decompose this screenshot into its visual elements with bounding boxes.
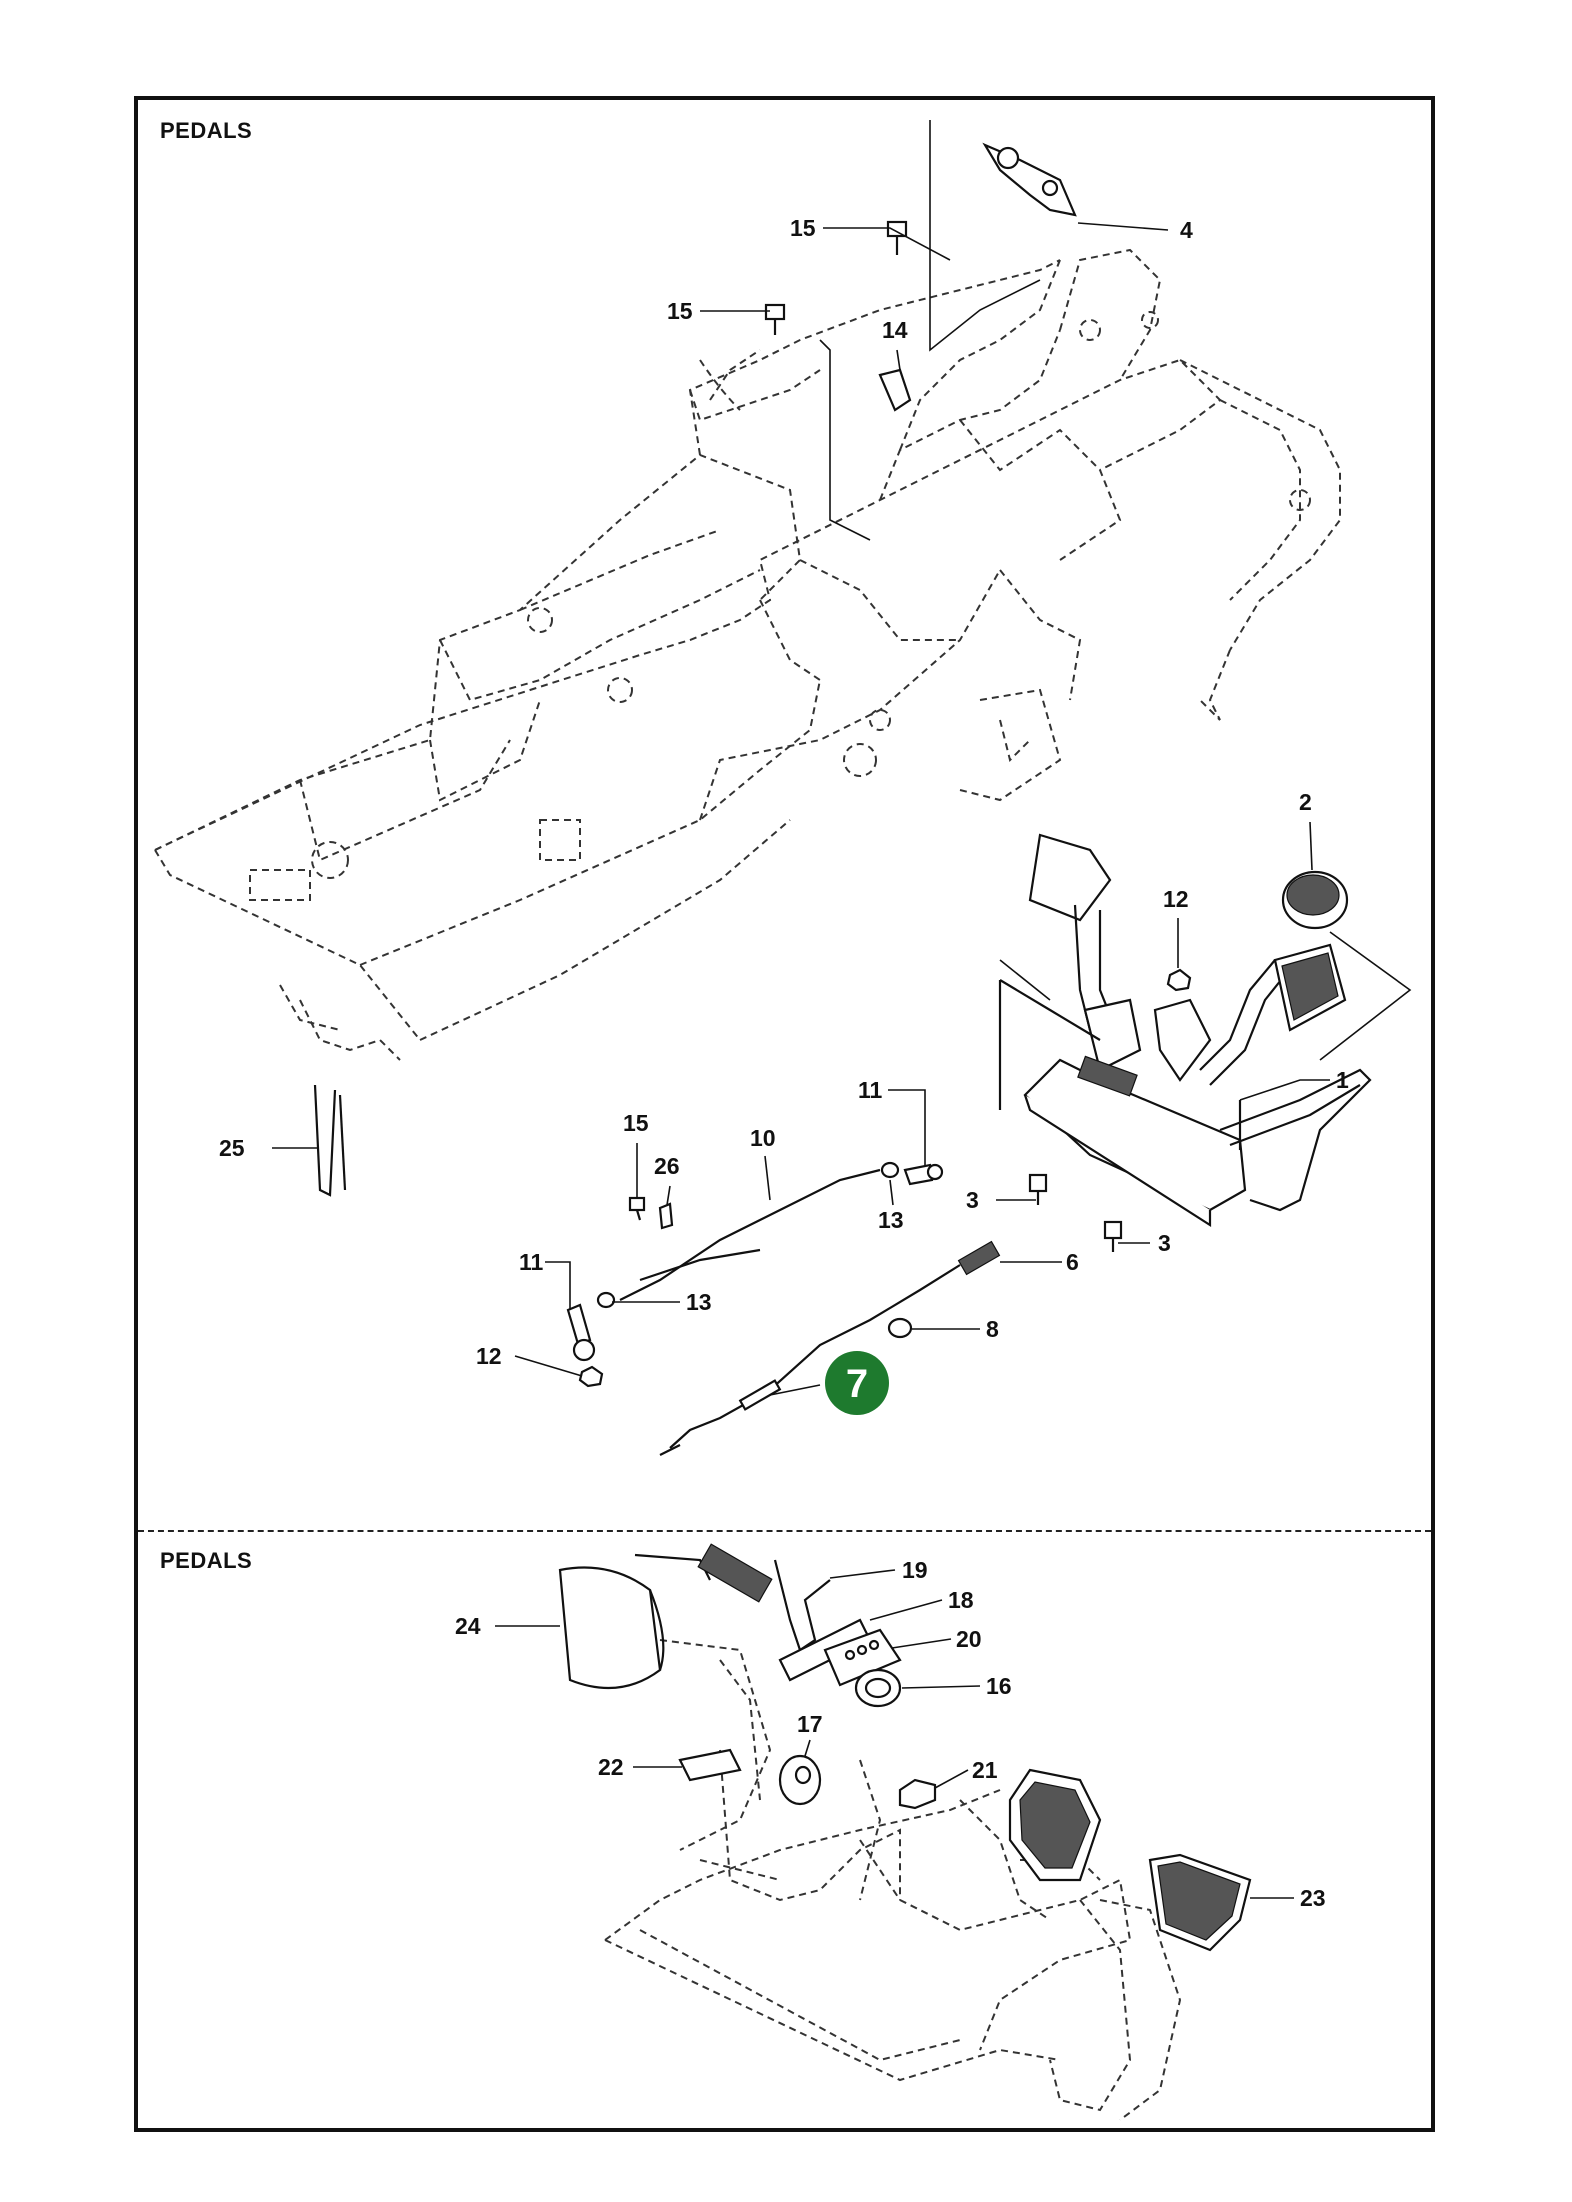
callout-24: 24 — [455, 1613, 481, 1639]
part-12-nut-upper — [1166, 968, 1192, 992]
callout-20: 20 — [956, 1626, 982, 1652]
part-12-nut-lower — [578, 1365, 604, 1388]
part-25-pin — [313, 1084, 347, 1197]
chassis-frame-outline — [154, 248, 1341, 1061]
bottom-pedal-frame-outline — [604, 1639, 1182, 2121]
callout-11-lower: 11 — [519, 1249, 544, 1275]
callout-15-mid: 15 — [667, 298, 693, 324]
part-15-bolt-upper — [886, 220, 908, 255]
highlight-callout-7: 7 — [825, 1351, 889, 1415]
part-11-ball-joint-lower — [566, 1303, 596, 1362]
callout-15-lower: 15 — [623, 1110, 649, 1136]
callout-3-right: 3 — [1158, 1230, 1171, 1256]
part-4-bracket — [982, 142, 1077, 217]
part-2-pedal-pad — [1281, 870, 1349, 930]
part-22-plate — [678, 1748, 742, 1782]
callout-8: 8 — [986, 1316, 999, 1342]
callout-4: 4 — [1180, 217, 1193, 243]
part-23-pedal — [1008, 1768, 1252, 1952]
part-6-spring — [957, 1240, 1001, 1276]
part-20-block — [823, 1628, 902, 1687]
part-24-pedal-pad — [558, 1566, 665, 1690]
callout-16: 16 — [986, 1673, 1012, 1699]
diagram-frame — [134, 96, 1435, 2132]
part-21-clip — [898, 1778, 937, 1810]
callout-3-left: 3 — [966, 1187, 979, 1213]
part-3-bolt-right — [1103, 1220, 1123, 1252]
section-title-bottom: PEDALS — [160, 1548, 253, 1573]
part-26-bracket — [658, 1202, 674, 1230]
part-11-ball-joint-upper — [903, 1163, 944, 1186]
part-19-spring — [634, 1543, 831, 1652]
callout-14: 14 — [882, 317, 908, 343]
part-16-bearing — [854, 1668, 902, 1708]
callout-12-lower: 12 — [476, 1343, 502, 1369]
pedal-assembly — [998, 833, 1372, 1228]
callout-18: 18 — [948, 1587, 974, 1613]
callout-19: 19 — [902, 1557, 928, 1583]
callout-23: 23 — [1300, 1885, 1326, 1911]
part-3-bolt-left — [1028, 1173, 1048, 1205]
part-14-clip — [878, 368, 912, 412]
highlight-circle — [825, 1351, 889, 1415]
callout-10: 10 — [750, 1125, 776, 1151]
callout-11-upper: 11 — [858, 1077, 883, 1103]
callout-12-upper: 12 — [1163, 886, 1189, 912]
part-15-bolt-lower — [628, 1196, 646, 1221]
part-15-bolt-mid — [764, 303, 786, 335]
callout-25: 25 — [219, 1135, 245, 1161]
callout-1: 1 — [1336, 1067, 1349, 1093]
callout-17: 17 — [797, 1711, 823, 1737]
part-7-cable — [659, 1264, 961, 1456]
part-10-cable — [619, 1168, 881, 1301]
section-divider — [138, 1530, 1431, 1532]
callout-22: 22 — [598, 1754, 624, 1780]
callout-15-upper: 15 — [790, 215, 816, 241]
callout-6: 6 — [1066, 1249, 1079, 1275]
part-13-nut-lower — [596, 1291, 616, 1309]
section-title-top: PEDALS — [160, 118, 253, 143]
highlight-label: 7 — [846, 1362, 868, 1406]
leader-lines — [272, 120, 1412, 1899]
callout-2: 2 — [1299, 789, 1312, 815]
callout-13-upper: 13 — [878, 1207, 904, 1233]
callout-26: 26 — [654, 1153, 680, 1179]
callout-13-lower: 13 — [686, 1289, 712, 1315]
part-13-nut-upper — [880, 1161, 900, 1179]
callout-21: 21 — [972, 1757, 998, 1783]
part-8-nut — [887, 1317, 913, 1339]
part-17-spacer — [778, 1754, 822, 1806]
